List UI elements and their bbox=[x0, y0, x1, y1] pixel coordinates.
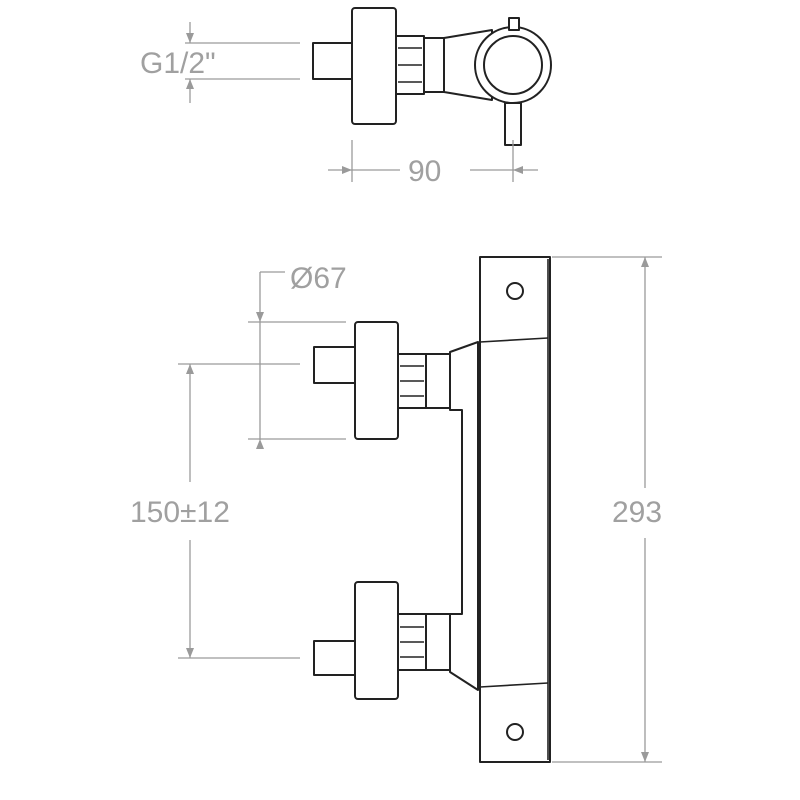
lower-inlet-thread-stub bbox=[313, 640, 357, 676]
bottom-cap-edge bbox=[479, 682, 549, 688]
diameter-label: Ø67 bbox=[290, 262, 347, 295]
thread-label: G1/2" bbox=[140, 47, 216, 80]
diameter-dimension: Ø67 bbox=[248, 262, 347, 449]
upper-inlet-flange bbox=[354, 321, 399, 440]
front-view bbox=[313, 256, 551, 763]
spacing-dimension: 150±12 bbox=[130, 363, 300, 659]
height-label: 293 bbox=[612, 496, 662, 529]
top-view-thread-stub bbox=[312, 42, 356, 80]
top-cap-edge bbox=[479, 337, 549, 343]
top-view-lever bbox=[504, 102, 522, 146]
top-view bbox=[312, 7, 552, 146]
height-dimension: 293 bbox=[552, 256, 662, 763]
depth-label: 90 bbox=[408, 155, 441, 188]
upper-inlet-collar bbox=[425, 353, 451, 409]
lower-inlet-collar bbox=[425, 613, 451, 671]
depth-dimension: 90 bbox=[328, 140, 538, 188]
top-view-head-inner bbox=[483, 35, 543, 95]
spacing-label: 150±12 bbox=[130, 496, 230, 529]
top-view-top-pin bbox=[508, 17, 520, 31]
top-view-flange bbox=[351, 7, 397, 125]
bottom-mounting-hole bbox=[506, 723, 524, 741]
main-body bbox=[479, 256, 551, 763]
thread-dimension: G1/2" bbox=[140, 22, 300, 103]
top-view-collar bbox=[423, 37, 445, 93]
upper-inlet-thread-stub bbox=[313, 346, 357, 384]
front-view-pipe bbox=[449, 341, 479, 691]
top-mounting-hole bbox=[506, 282, 524, 300]
lower-inlet-flange bbox=[354, 581, 399, 700]
